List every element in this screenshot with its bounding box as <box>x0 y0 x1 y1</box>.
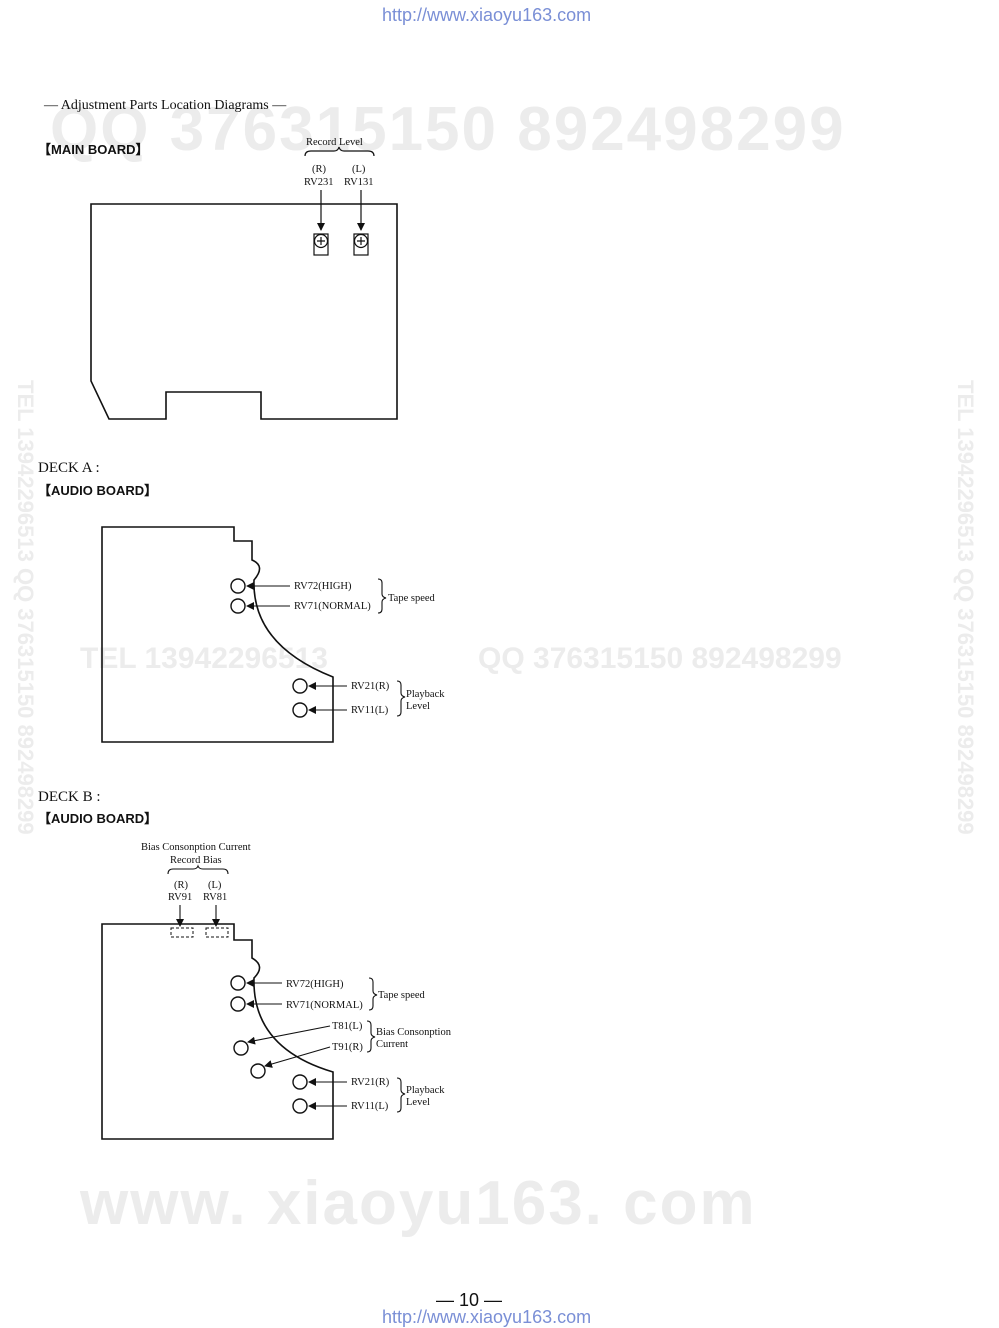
deck-a-title: DECK A : <box>38 460 100 476</box>
record-level-bracket <box>304 146 375 157</box>
deck-b-rv21-trimmer[interactable] <box>292 1074 308 1090</box>
deck-b-title: DECK B : <box>38 789 101 805</box>
watermark-top: QQ 376315150 892498299 <box>50 95 846 164</box>
deck-a-board-label: 【AUDIO BOARD】 <box>38 483 158 498</box>
deck-b-tape-speed-brace <box>368 977 378 1011</box>
deck-a-playback-brace <box>396 680 406 717</box>
deck-b-rv72-trimmer[interactable] <box>230 975 246 991</box>
deck-b-t81-arrow <box>247 1025 331 1045</box>
deck-a-tape-speed-brace <box>377 578 387 614</box>
deck-b-t91-coil[interactable] <box>250 1063 266 1079</box>
main-l-label: (L) <box>352 164 366 175</box>
main-board-outline <box>90 203 398 420</box>
deck-b-board-label: 【AUDIO BOARD】 <box>38 811 158 826</box>
header-url[interactable]: http://www.xiaoyu163.com <box>382 5 592 25</box>
deck-b-bias-brace <box>366 1020 376 1053</box>
deck-b-rv91-label: RV91 <box>168 892 192 903</box>
main-board-label: 【MAIN BOARD】 <box>38 142 149 157</box>
deck-b-level-label: Level <box>406 1097 430 1108</box>
deck-b-rv72-label: RV72(HIGH) <box>286 979 344 990</box>
deck-a-diagram: RV72(HIGH) RV71(NORMAL) Tape speed RV21(… <box>101 526 445 743</box>
watermark-side-left: TEL 13942296513 QQ 376315150 892498299 <box>13 380 38 835</box>
deck-b-t91-label: T91(R) <box>332 1042 363 1053</box>
rv131-label: RV131 <box>344 177 374 188</box>
deck-b-current-label: Current <box>376 1039 408 1050</box>
rv231-potentiometer[interactable] <box>313 233 329 256</box>
deck-b-l-label: (L) <box>208 880 222 891</box>
footer-url[interactable]: http://www.xiaoyu163.com <box>382 1307 592 1327</box>
deck-b-t91-arrow <box>264 1046 331 1068</box>
deck-b-top-bracket <box>167 864 229 875</box>
watermark-middle-right: QQ 376315150 892498299 <box>478 642 842 675</box>
deck-b-bias-label: Bias Consonption <box>376 1027 452 1038</box>
deck-b-rv81-location[interactable] <box>205 927 229 938</box>
deck-b-rv91-location[interactable] <box>170 927 194 938</box>
deck-a-rv72-trimmer[interactable] <box>230 578 246 594</box>
deck-b-bias-current-label: Bias Consonption Current <box>141 842 251 853</box>
deck-b-rv11-trimmer[interactable] <box>292 1098 308 1114</box>
deck-b-playback-label: Playback <box>406 1085 445 1096</box>
deck-b-r-label: (R) <box>174 880 189 891</box>
watermark-middle-left: TEL 13942296513 <box>80 642 328 675</box>
rv231-label: RV231 <box>304 177 334 188</box>
deck-b-rv81-label: RV81 <box>203 892 227 903</box>
deck-b-t81-label: T81(L) <box>332 1021 363 1032</box>
deck-a-rv11-trimmer[interactable] <box>292 702 308 718</box>
page-number: — 10 — <box>436 1290 503 1310</box>
deck-b-rv21-label: RV21(R) <box>351 1077 390 1088</box>
deck-b-rv11-label: RV11(L) <box>351 1101 389 1112</box>
rv131-potentiometer[interactable] <box>353 233 369 256</box>
deck-a-rv71-label: RV71(NORMAL) <box>294 601 371 612</box>
deck-a-rv72-label: RV72(HIGH) <box>294 581 352 592</box>
deck-a-playback-label: Playback <box>406 689 445 700</box>
deck-b-rv71-label: RV71(NORMAL) <box>286 1000 363 1011</box>
deck-b-rv71-trimmer[interactable] <box>230 996 246 1012</box>
deck-b-t81-coil[interactable] <box>233 1040 249 1056</box>
deck-a-level-label: Level <box>406 701 430 712</box>
record-level-label: Record Level <box>306 137 363 148</box>
main-r-label: (R) <box>312 164 327 175</box>
deck-a-rv21-trimmer[interactable] <box>292 678 308 694</box>
deck-a-board-outline <box>101 526 334 743</box>
deck-b-board-outline <box>101 923 334 1140</box>
section-title: — Adjustment Parts Location Diagrams — <box>44 98 287 113</box>
deck-b-record-bias-label: Record Bias <box>170 855 222 866</box>
deck-b-tape-speed-label: Tape speed <box>378 990 426 1001</box>
watermark-side-right: TEL 13942296513 QQ 376315150 892498299 <box>953 380 978 835</box>
deck-a-tape-speed-label: Tape speed <box>388 593 436 604</box>
deck-a-rv11-label: RV11(L) <box>351 705 389 716</box>
deck-b-diagram: Bias Consonption Current Record Bias (R)… <box>101 842 452 1140</box>
watermark-bottom: www. xiaoyu163. com <box>80 1169 757 1238</box>
deck-a-rv71-trimmer[interactable] <box>230 598 246 614</box>
main-board-diagram: Record Level (R) (L) RV231 RV131 <box>90 137 398 420</box>
deck-a-rv21-label: RV21(R) <box>351 681 390 692</box>
deck-b-playback-brace <box>396 1077 406 1113</box>
